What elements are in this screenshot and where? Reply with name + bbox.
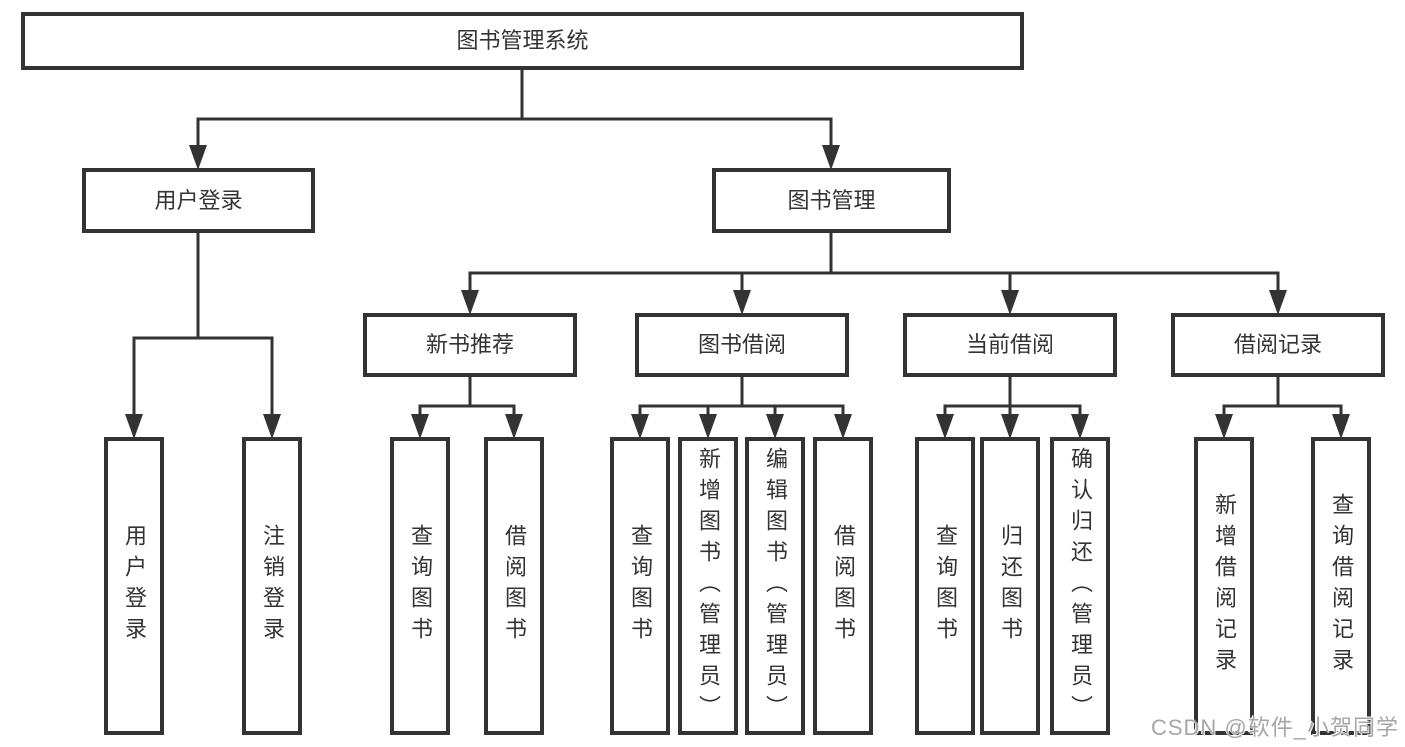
node-query-borrow-record: 查询借阅记录 [1311, 437, 1371, 735]
arrowhead [1269, 290, 1287, 315]
arrowhead [1001, 290, 1019, 315]
connector-root-to-level2 [196, 70, 833, 150]
node-borrow-books-recommend: 借阅图书 [484, 437, 544, 735]
arrowheads [125, 145, 1350, 439]
connector-borrow-records-branch [1222, 404, 1343, 418]
node-query-books-current: 查询图书 [915, 437, 975, 735]
connector-level3-stems [468, 377, 1280, 406]
arrowhead [766, 414, 784, 439]
node-book-borrowing: 图书借阅 [635, 313, 849, 377]
arrowhead [822, 145, 840, 170]
csdn-watermark: CSDN @软件_小贺同学 [1150, 715, 1399, 740]
node-current-borrowing: 当前借阅 [903, 313, 1117, 377]
connector-user-login-branch [132, 233, 274, 418]
connector-book-management-branch [468, 233, 1280, 295]
node-query-books-recommend: 查询图书 [390, 437, 450, 735]
arrowhead [936, 414, 954, 439]
arrowhead [834, 414, 852, 439]
node-return-books: 归还图书 [980, 437, 1040, 735]
arrowhead [1332, 414, 1350, 439]
node-add-borrow-record: 新增借阅记录 [1194, 437, 1254, 735]
node-new-book-recommendation: 新书推荐 [363, 313, 577, 377]
node-borrow-books: 借阅图书 [813, 437, 873, 735]
node-user-login-leaf: 用户登录 [104, 437, 164, 735]
arrowhead [461, 290, 479, 315]
node-user-login: 用户登录 [82, 168, 315, 233]
node-logout: 注销登录 [242, 437, 302, 735]
node-library-management-system: 图书管理系统 [21, 12, 1024, 70]
arrowhead [505, 414, 523, 439]
arrowhead [189, 145, 207, 170]
node-add-books-admin: 新增图书（管理员） [678, 437, 738, 735]
arrowhead [411, 414, 429, 439]
connector-new-book-branch [418, 404, 516, 418]
node-borrowing-records: 借阅记录 [1171, 313, 1385, 377]
connector-book-borrow-branch [638, 404, 845, 418]
node-book-management: 图书管理 [712, 168, 951, 233]
arrowhead [631, 414, 649, 439]
arrowhead [699, 414, 717, 439]
arrowhead [733, 290, 751, 315]
arrowhead [263, 414, 281, 439]
connector-current-borrow-branch [943, 404, 1082, 418]
arrowhead [125, 414, 143, 439]
arrowhead [1071, 414, 1089, 439]
node-confirm-return-admin: 确认归还（管理员） [1050, 437, 1110, 735]
arrowhead [1215, 414, 1233, 439]
node-query-books-borrow: 查询图书 [610, 437, 670, 735]
arrowhead [1001, 414, 1019, 439]
node-edit-books-admin: 编辑图书（管理员） [745, 437, 805, 735]
